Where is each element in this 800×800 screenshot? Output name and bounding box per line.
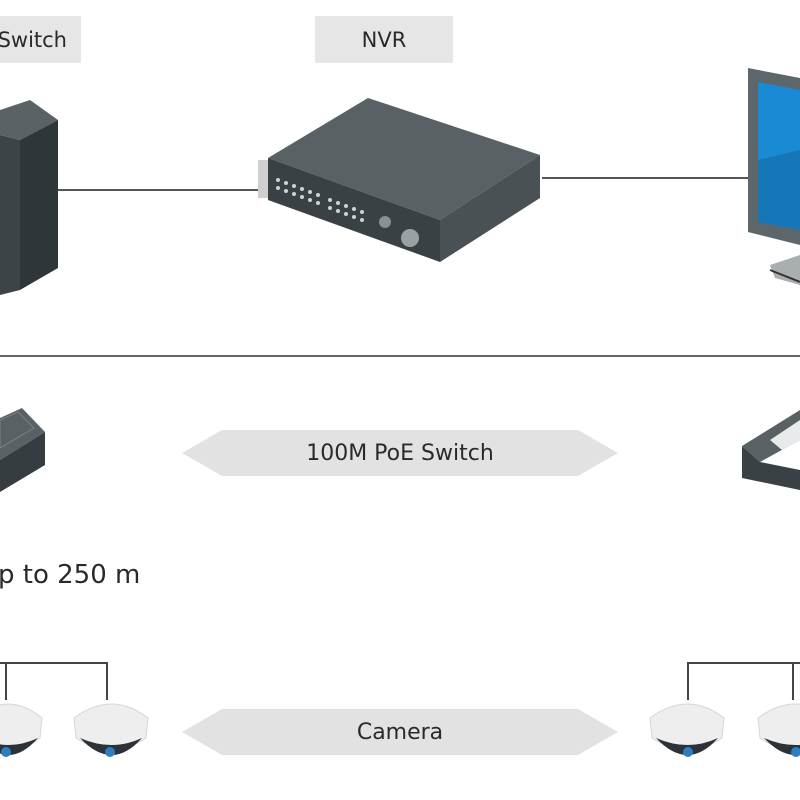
core-switch-label-text: Switch <box>0 27 67 52</box>
poe-switch-double-arrow <box>182 430 618 476</box>
camera-label: Camera <box>222 709 578 755</box>
camera-double-arrow <box>182 709 618 755</box>
camera-left-2-icon <box>73 703 149 757</box>
poe-switch-left-icon <box>0 408 45 492</box>
camera-wiring-right <box>687 662 800 700</box>
camera-label-text: Camera <box>356 719 444 745</box>
poe-switch-label: 100M PoE Switch <box>222 430 578 476</box>
core-switch-icon <box>0 100 58 295</box>
distance-label-text: p to 250 m <box>0 560 141 590</box>
camera-right-2-icon <box>757 703 800 757</box>
camera-left-1-icon <box>0 703 43 757</box>
distance-label: p to 250 m <box>0 560 140 590</box>
monitor-icon <box>748 68 800 285</box>
camera-right-1-icon <box>649 703 725 757</box>
poe-switch-label-text: 100M PoE Switch <box>306 440 494 466</box>
camera-wiring-left <box>0 662 108 700</box>
nvr-label: NVR <box>315 16 453 63</box>
nvr-icon <box>258 98 540 262</box>
core-switch-label: Switch <box>0 16 81 63</box>
nvr-label-text: NVR <box>361 27 407 52</box>
poe-switch-right-icon <box>742 410 800 490</box>
